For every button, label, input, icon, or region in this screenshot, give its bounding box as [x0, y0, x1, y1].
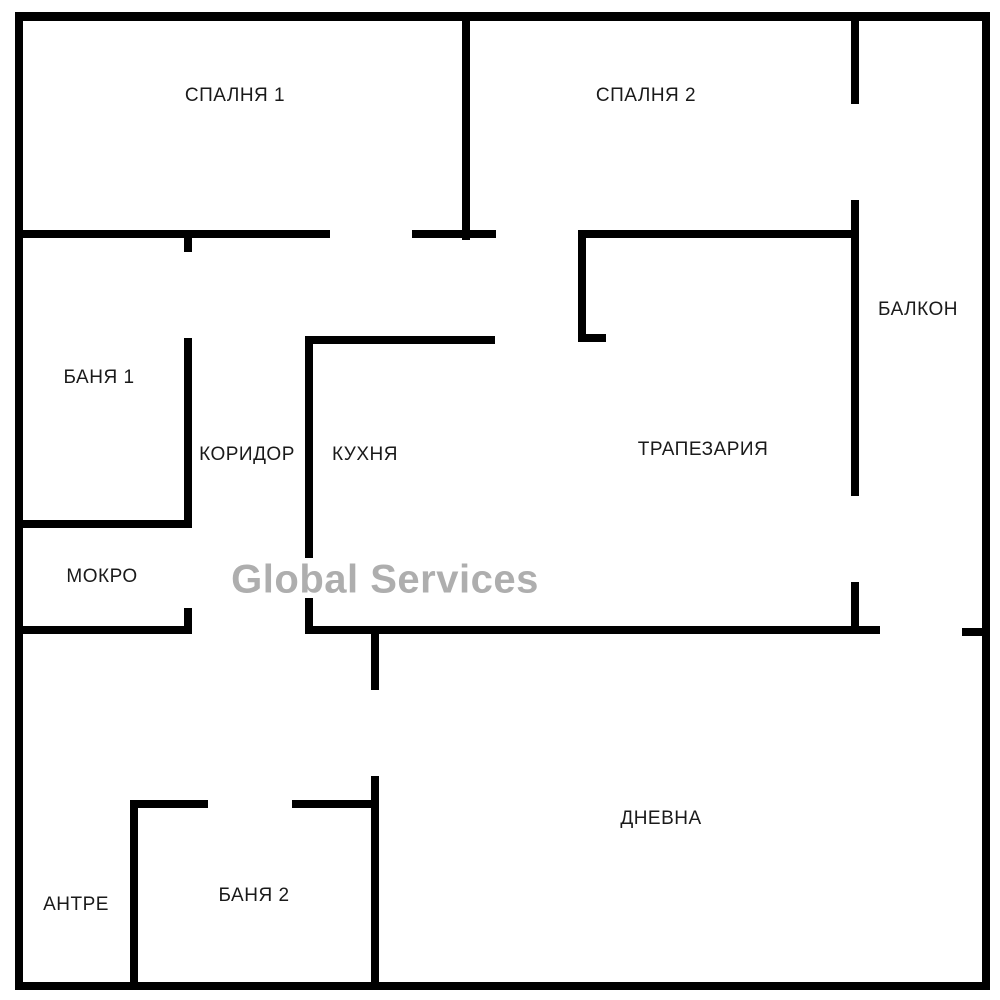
room-label-wet-room: МОКРО: [66, 566, 138, 587]
wall-bedroom1-bedroom2-divider: [462, 12, 470, 240]
wall-kitchen-left-top: [305, 336, 313, 558]
wall-bedroom1-bottom: [15, 230, 330, 238]
wall-bedroom2-bottom: [578, 230, 858, 238]
wall-kitchen-top: [305, 336, 495, 344]
wall-bedroom1-door-right: [412, 230, 496, 238]
room-label-balcony: БАЛКОН: [878, 299, 958, 320]
room-label-bathroom-1: БАНЯ 1: [63, 367, 135, 388]
wall-bathroom2-left: [130, 800, 138, 990]
room-label-dining-room: ТРАПЕЗАРИЯ: [637, 439, 769, 460]
exterior-wall-right: [982, 12, 990, 990]
wall-bathroom2-top-left: [130, 800, 208, 808]
wall-wetroom-bottom: [15, 626, 192, 634]
exterior-wall-left: [15, 12, 23, 990]
wall-bathroom2-top-right: [292, 800, 378, 808]
wall-kitchen-left-bot: [305, 598, 313, 634]
room-label-bedroom-1: СПАЛНЯ 1: [184, 85, 286, 106]
wall-balcony-left-upper: [851, 200, 859, 496]
wall-bedroom2-balcony-divider: [851, 12, 859, 104]
room-label-living-room: ДНЕВНА: [620, 808, 702, 829]
exterior-wall-bottom: [15, 982, 990, 990]
wall-dining-upper-left: [578, 230, 586, 342]
watermark-global-services: Global Services: [231, 557, 539, 602]
exterior-wall-top: [15, 12, 990, 21]
wall-bathroom1-right: [184, 338, 192, 528]
wall-corridor-stub-top: [184, 230, 192, 252]
wall-dining-upper-left-foot: [578, 334, 606, 342]
room-label-bedroom-2: СПАЛНЯ 2: [595, 85, 697, 106]
wall-kitchen-dining-bottom: [305, 626, 880, 634]
wall-wetroom-stub-right: [184, 608, 192, 634]
wall-bathroom1-bottom: [15, 520, 192, 528]
wall-right-stub: [962, 628, 990, 636]
room-label-bathroom-2: БАНЯ 2: [218, 885, 290, 906]
wall-living-stub-top: [371, 626, 379, 690]
wall-bathroom2-right: [371, 776, 379, 990]
room-label-kitchen: КУХНЯ: [332, 444, 398, 465]
room-label-entrance-hall: АНТРЕ: [43, 894, 109, 915]
wall-balcony-left-lower: [851, 582, 859, 634]
room-label-corridor: КОРИДОР: [199, 444, 295, 465]
